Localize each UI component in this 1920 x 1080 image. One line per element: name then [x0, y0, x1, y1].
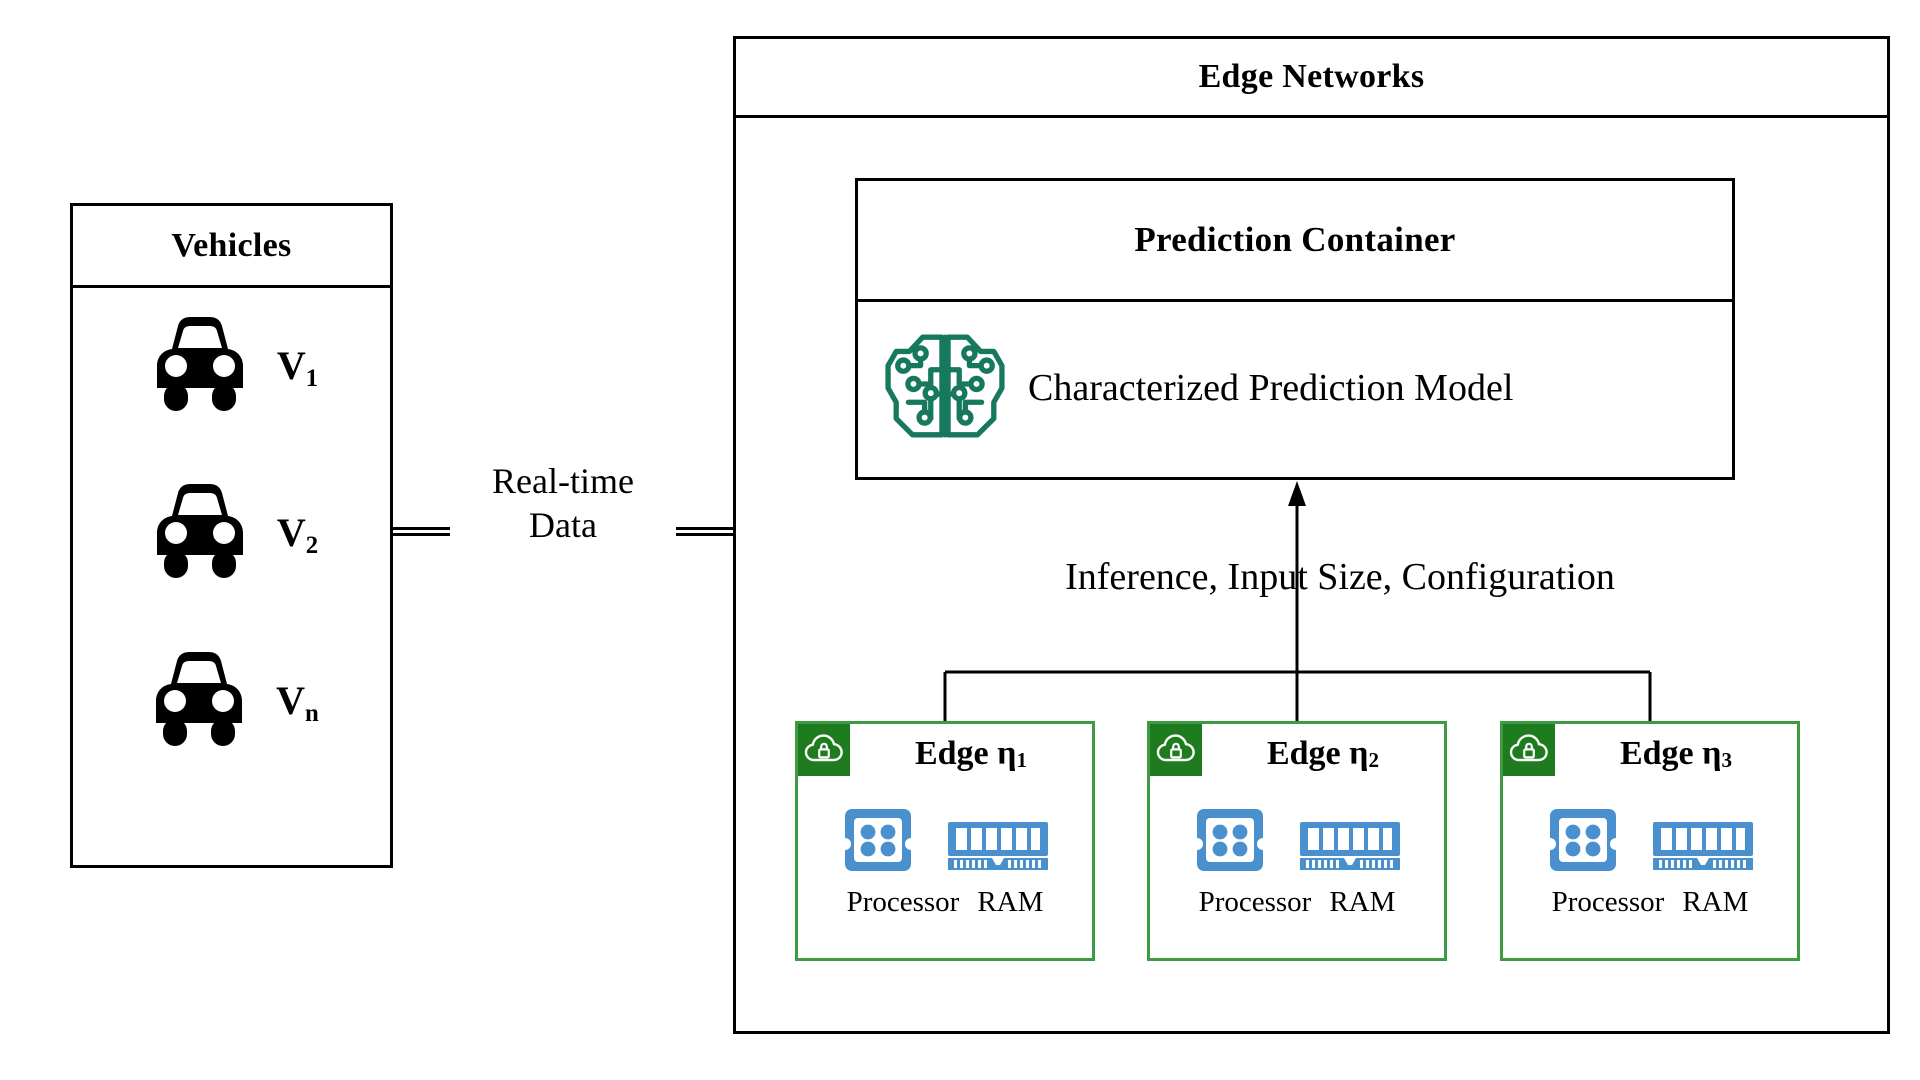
cpu-icon — [840, 806, 916, 878]
vehicle-label: V2 — [276, 510, 318, 559]
edge-node-title-text: Edge — [914, 735, 989, 772]
cloud-lock-icon — [798, 724, 850, 776]
edge-node-symbol: η — [1349, 735, 1369, 772]
vehicle-label-text: V — [276, 510, 306, 555]
edge-node-subscript: 2 — [1368, 747, 1380, 772]
cpu-icon — [1545, 806, 1621, 878]
flow-label: Inference, Input Size, Configuration — [1065, 556, 1615, 598]
prediction-container-header: Prediction Container — [858, 181, 1732, 299]
vehicle-label-subscript: 1 — [305, 365, 319, 393]
cpu-icon — [1192, 806, 1268, 878]
car-icon — [145, 316, 255, 417]
edge-node-subscript: 1 — [1016, 747, 1028, 772]
edge-node-title-text: Edge — [1266, 735, 1341, 772]
vehicles-header-divider — [73, 285, 390, 288]
link-connector-left — [393, 527, 450, 536]
list-item[interactable]: V2 — [73, 468, 390, 598]
cloud-lock-icon — [1503, 724, 1555, 776]
edge-node-hardware-icons — [1160, 790, 1434, 878]
edge-node-hardware-labels: Processor RAM — [1160, 886, 1434, 919]
prediction-container-body: Characterized Prediction Model — [858, 299, 1732, 477]
processor-label: Processor — [1551, 886, 1665, 918]
vehicles-panel: Vehicles V1 — [70, 203, 393, 868]
vehicle-label: V1 — [276, 343, 318, 392]
ram-label: RAM — [1682, 886, 1749, 918]
prediction-container-divider — [858, 299, 1732, 302]
vehicles-panel-title: Vehicles — [171, 226, 292, 264]
list-item[interactable]: Vn — [73, 636, 390, 766]
ram-icon — [1651, 816, 1755, 878]
car-icon — [144, 651, 254, 752]
vehicle-label-subscript: 2 — [305, 532, 319, 560]
edge-node-hardware-labels: Processor RAM — [1513, 886, 1787, 919]
prediction-container: Prediction Container — [855, 178, 1735, 480]
edge-node-title-text: Edge — [1619, 735, 1694, 772]
edge-node-hardware-icons — [1513, 790, 1787, 878]
processor-label: Processor — [1198, 886, 1312, 918]
ram-label: RAM — [977, 886, 1044, 918]
edge-node-hardware-labels: Processor RAM — [808, 886, 1082, 919]
edge-node-symbol: η — [1702, 735, 1722, 772]
edge-node-subscript: 3 — [1721, 747, 1733, 772]
vehicles-panel-header: Vehicles — [73, 206, 390, 285]
vehicle-label-text: V — [276, 678, 306, 723]
edge-networks-header: Edge Networks — [736, 39, 1887, 115]
link-connector-right — [676, 527, 733, 536]
prediction-container-title: Prediction Container — [1134, 220, 1456, 259]
processor-label: Processor — [846, 886, 960, 918]
real-time-data-label-line2: Data — [529, 504, 597, 545]
ram-label: RAM — [1329, 886, 1396, 918]
real-time-data-label: Real-time Data — [393, 460, 733, 548]
page-title: Edge Networks — [1198, 58, 1425, 95]
vehicle-label: Vn — [276, 678, 319, 727]
ai-brain-circuit-icon — [884, 325, 1006, 452]
ram-icon — [1298, 816, 1402, 878]
real-time-data-label-line1: Real-time — [492, 461, 634, 501]
ram-icon — [946, 816, 1050, 878]
vehicle-label-subscript: n — [305, 700, 319, 728]
vehicle-label-text: V — [276, 343, 306, 388]
edge-networks-header-divider — [736, 115, 1887, 118]
edge-node-hardware-icons — [808, 790, 1082, 878]
real-time-data-link: Real-time Data — [393, 461, 733, 600]
car-icon — [145, 483, 255, 584]
list-item[interactable]: V1 — [73, 301, 390, 431]
edge-node-symbol: η — [997, 735, 1017, 772]
prediction-model-label: Characterized Prediction Model — [1028, 367, 1514, 409]
cloud-lock-icon — [1150, 724, 1202, 776]
